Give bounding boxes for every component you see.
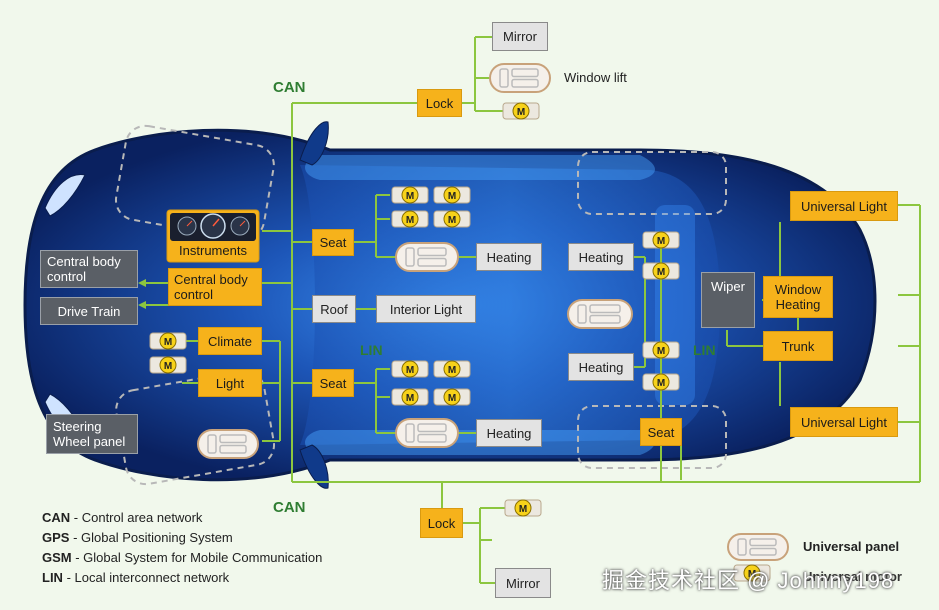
lin-label-right: LIN: [693, 342, 716, 358]
seat-front-module: Seat: [312, 229, 354, 256]
legend-item-can: CAN - Control area network: [42, 510, 202, 525]
motor-icon: M: [642, 373, 680, 391]
motor-icon: M: [391, 388, 429, 406]
key-universal-panel-label: Universal panel: [803, 539, 900, 554]
climate-module: Climate: [198, 327, 262, 355]
motor-symbol: M: [657, 378, 665, 389]
motor-icon: M: [502, 102, 540, 120]
legend-text: - Local interconnect network: [62, 570, 230, 585]
motor-icon: M: [149, 356, 187, 374]
legend-text: - Global System for Mobile Communication: [71, 550, 323, 565]
motor-symbol: M: [164, 337, 172, 348]
motor-icon: M: [391, 186, 429, 204]
trunk-module: Trunk: [763, 331, 833, 361]
legend-text: - Control area network: [70, 510, 203, 525]
can-label-top: CAN: [273, 79, 306, 96]
heating-rear-module: Heating: [476, 419, 542, 447]
legend-abbr: CAN: [42, 510, 71, 525]
universal-motors: MMMMMMMMMMMMMMMMMM: [149, 102, 771, 582]
motor-symbol: M: [406, 393, 414, 404]
universal-panel-icon: [197, 429, 259, 459]
legend-item-gsm: GSM - Global System for Mobile Communica…: [42, 550, 322, 565]
motor-symbol: M: [406, 365, 414, 376]
motor-icon: M: [733, 564, 771, 582]
light-module: Light: [198, 369, 262, 397]
motor-symbol: M: [448, 215, 456, 226]
legend-item-gps: GPS - Global Positioning System: [42, 530, 233, 545]
universal-panel-icon: [395, 242, 459, 272]
motor-icon: M: [149, 332, 187, 350]
legend-text: - Global Positioning System: [69, 530, 233, 545]
motor-icon: M: [391, 210, 429, 228]
universal-panel-icon: [567, 299, 633, 329]
motor-symbol: M: [517, 107, 525, 118]
heating-front-module: Heating: [476, 243, 542, 271]
bus-lines: [145, 36, 921, 584]
motor-icon: M: [642, 262, 680, 280]
lock-bottom-module: Lock: [420, 508, 463, 538]
heating-right-bottom-module: Heating: [568, 353, 634, 381]
window-lift-label: Window lift: [564, 70, 627, 85]
arrow-heads: [138, 279, 146, 309]
motor-icon: M: [433, 210, 471, 228]
legend-item-lin: LIN - Local interconnect network: [42, 570, 229, 585]
motor-icon: M: [433, 388, 471, 406]
motor-symbol: M: [406, 215, 414, 226]
universal-panel-icon: [727, 533, 789, 561]
drive-train-module: Drive Train: [40, 297, 138, 325]
motor-symbol: M: [448, 393, 456, 404]
legend-abbr: LIN: [42, 570, 63, 585]
interior-light-module: Interior Light: [376, 295, 476, 323]
can-label-bottom: CAN: [273, 499, 306, 516]
motor-symbol: M: [519, 504, 527, 515]
universal-light-bottom-module: Universal Light: [790, 407, 898, 437]
key-motor-label: Universal motor: [803, 569, 902, 584]
motor-symbol: M: [406, 191, 414, 202]
motor-icon: M: [433, 360, 471, 378]
wiper-module: Wiper: [701, 272, 755, 328]
universal-panel-icon: [489, 63, 551, 93]
legend-abbr: GPS: [42, 530, 70, 545]
universal-panels: [197, 63, 789, 561]
universal-light-top-module: Universal Light: [790, 191, 898, 221]
seat-rear-module: Seat: [312, 369, 354, 397]
universal-panel-icon: [395, 418, 459, 448]
roof-module: Roof: [312, 295, 356, 323]
motor-symbol: M: [448, 191, 456, 202]
motor-icon: M: [642, 341, 680, 359]
steering-wheel-panel-module: Steering Wheel panel: [46, 414, 138, 454]
motor-icon: M: [642, 231, 680, 249]
central-body-control-module: Central body control: [168, 268, 262, 306]
mirror-bottom-module: Mirror: [495, 568, 551, 598]
legend-abbr: GSM: [42, 550, 72, 565]
mirror-top-module: Mirror: [492, 22, 548, 51]
heating-right-top-module: Heating: [568, 243, 634, 271]
lock-top-module: Lock: [417, 89, 462, 117]
instruments-module: Instruments: [179, 242, 247, 258]
window-heating-module: Window Heating: [763, 276, 833, 318]
motor-icon: M: [391, 360, 429, 378]
lin-label-left: LIN: [360, 342, 383, 358]
motor-symbol: M: [657, 236, 665, 247]
seat-right-module: Seat: [640, 418, 682, 446]
motor-symbol: M: [748, 569, 756, 580]
motor-symbol: M: [448, 365, 456, 376]
motor-symbol: M: [657, 346, 665, 357]
motor-symbol: M: [657, 267, 665, 278]
motor-icon: M: [504, 499, 542, 517]
central-body-control-external: Central body control: [40, 250, 138, 288]
instruments-dials: [166, 209, 260, 263]
motor-icon: M: [433, 186, 471, 204]
watermark: 掘金技术社区 @ Johnny198: [602, 568, 895, 593]
motor-symbol: M: [164, 361, 172, 372]
